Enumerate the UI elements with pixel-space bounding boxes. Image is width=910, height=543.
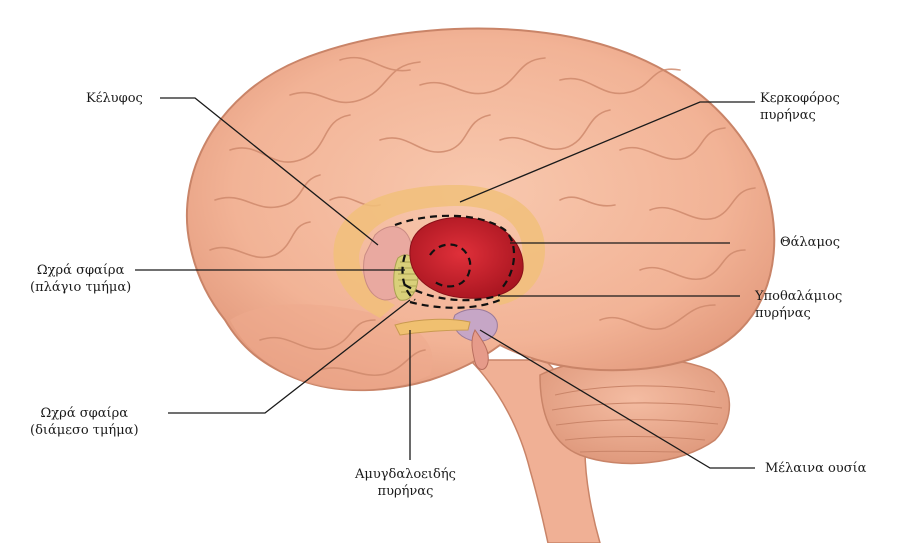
label-amygdala-line1: Αμυγδαλοειδής [355, 466, 456, 483]
label-thalamus: Θάλαμος [780, 234, 840, 251]
label-subthalamic-line2: πυρήνας [755, 305, 842, 322]
label-caudate-line1: Κερκοφόρος [760, 90, 840, 107]
label-substantia-nigra: Μέλαινα ουσία [765, 460, 866, 477]
label-amygdala-line2: πυρήνας [355, 483, 456, 500]
label-thalamus-line1: Θάλαμος [780, 234, 840, 251]
label-subthalamic: Υποθαλάμιος πυρήνας [755, 288, 842, 322]
label-caudate: Κερκοφόρος πυρήνας [760, 90, 840, 124]
label-putamen: Κέλυφος [86, 90, 143, 107]
label-amygdala: Αμυγδαλοειδής πυρήνας [355, 466, 456, 500]
label-gp-medial: Ωχρά σφαίρα (διάμεσο τμήμα) [30, 405, 139, 439]
label-gp-lateral-line2: (πλάγιο τμήμα) [30, 279, 131, 296]
label-subthalamic-line1: Υποθαλάμιος [755, 288, 842, 305]
label-gp-lateral-line1: Ωχρά σφαίρα [30, 262, 131, 279]
cerebellum [540, 357, 729, 463]
label-gp-lateral: Ωχρά σφαίρα (πλάγιο τμήμα) [30, 262, 131, 296]
label-substantia-nigra-line1: Μέλαινα ουσία [765, 460, 866, 477]
label-caudate-line2: πυρήνας [760, 107, 840, 124]
label-gp-medial-line1: Ωχρά σφαίρα [30, 405, 139, 422]
label-putamen-line1: Κέλυφος [86, 90, 143, 107]
label-gp-medial-line2: (διάμεσο τμήμα) [30, 422, 139, 439]
